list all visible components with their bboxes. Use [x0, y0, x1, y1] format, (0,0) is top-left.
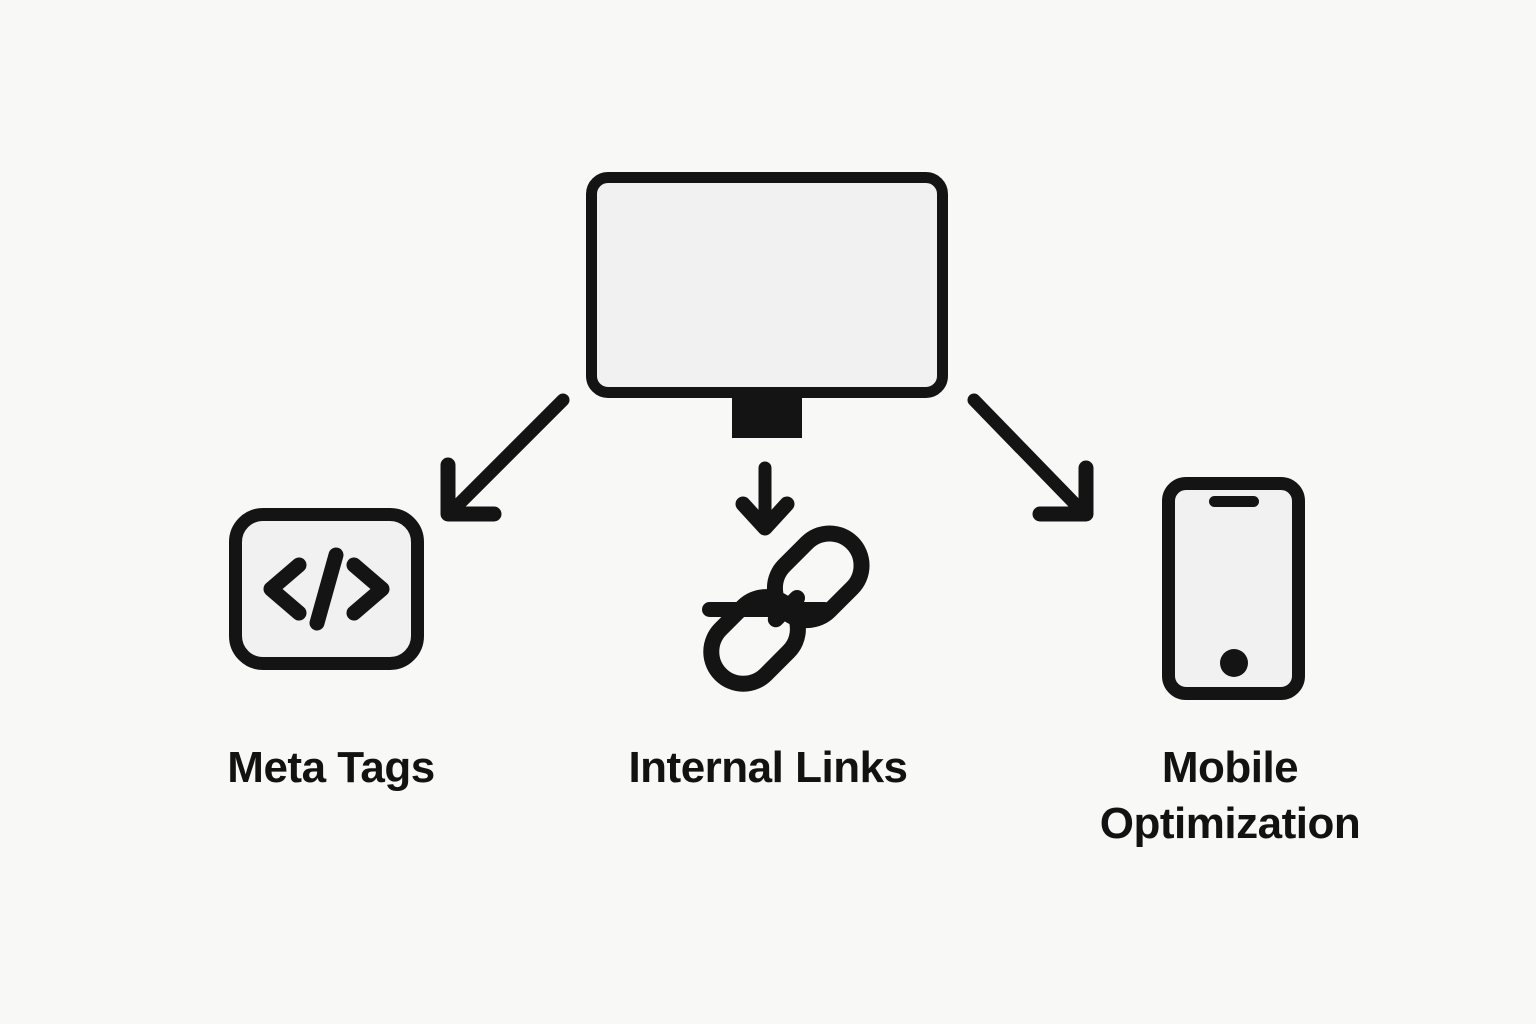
arrow-down-icon — [735, 461, 795, 536]
smartphone-icon — [1162, 477, 1305, 700]
node-label-mobile-optimization: Mobile Optimization — [1099, 743, 1361, 849]
chain-link-icon — [680, 510, 890, 710]
monitor-neck — [732, 396, 802, 438]
node-label-internal-links: Internal Links — [628, 743, 908, 792]
arrow-down-right-icon — [967, 393, 1094, 522]
phone-home-button — [1220, 649, 1248, 677]
node-label-meta-tags: Meta Tags — [227, 743, 435, 792]
phone-speaker-slot — [1209, 496, 1259, 507]
code-brackets-icon — [229, 508, 424, 670]
desktop-monitor-icon — [586, 172, 948, 617]
code-glyph — [263, 547, 390, 631]
arrow-down-left-icon — [440, 393, 570, 522]
phone-body — [1162, 477, 1305, 700]
chain-link-glyph — [703, 525, 870, 692]
monitor-screen — [586, 172, 948, 398]
